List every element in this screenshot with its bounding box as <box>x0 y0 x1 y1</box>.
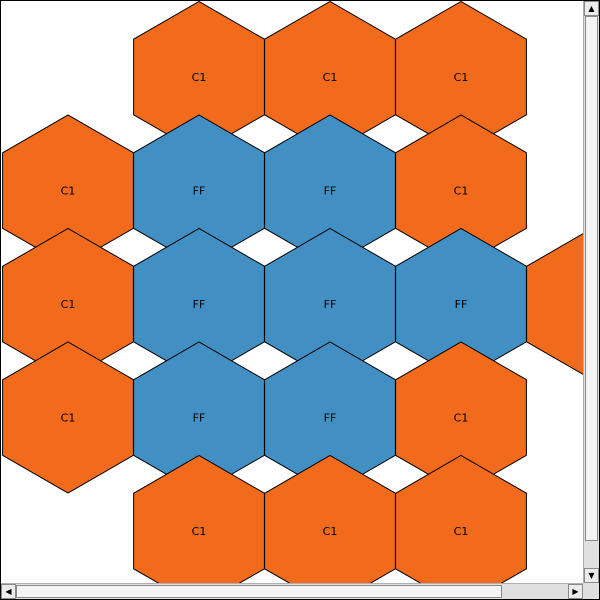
hex-cell-c1[interactable]: C1 <box>2 341 134 494</box>
hex-label: FF <box>193 298 206 311</box>
arrow-right-icon: ▶ <box>572 587 579 596</box>
vertical-scrollbar[interactable]: ▲ ▼ <box>583 1 599 583</box>
scroll-left-button[interactable]: ◀ <box>1 584 16 599</box>
scroll-down-button[interactable]: ▼ <box>584 568 599 583</box>
hex-cell-c1[interactable]: C1 <box>264 454 396 584</box>
hex-label: C1 <box>61 412 76 425</box>
hex-label: C1 <box>61 298 76 311</box>
hex-cell-ff[interactable]: FF <box>133 114 265 267</box>
hex-label: C1 <box>61 185 76 198</box>
horizontal-scroll-thumb[interactable] <box>16 585 502 598</box>
arrow-left-icon: ◀ <box>5 587 12 596</box>
hex-label: FF <box>193 185 206 198</box>
hex-label: C1 <box>454 412 469 425</box>
vertical-scroll-thumb[interactable] <box>585 16 598 541</box>
horizontal-scrollbar[interactable]: ◀ ▶ <box>1 583 583 599</box>
hex-cell-c1[interactable] <box>526 229 583 380</box>
arrow-down-icon: ▼ <box>588 571 595 580</box>
hex-label: C1 <box>323 525 338 538</box>
hex-shape[interactable] <box>133 454 265 584</box>
hex-shape[interactable] <box>264 454 396 584</box>
hex-label: FF <box>193 412 206 425</box>
hex-cell-c1[interactable]: C1 <box>395 1 527 154</box>
hex-label: C1 <box>454 71 469 84</box>
hex-shape[interactable] <box>526 229 583 380</box>
scroll-up-button[interactable]: ▲ <box>584 1 599 16</box>
hex-cell-c1[interactable]: C1 <box>133 454 265 584</box>
arrow-up-icon: ▲ <box>588 4 595 13</box>
scrollbar-corner <box>583 583 599 599</box>
hex-cell-c1[interactable]: C1 <box>395 114 527 267</box>
hex-label: FF <box>324 298 337 311</box>
hex-label: FF <box>324 185 337 198</box>
hex-label: C1 <box>454 185 469 198</box>
hex-label: FF <box>324 412 337 425</box>
hex-label: C1 <box>454 525 469 538</box>
hex-label: C1 <box>192 71 207 84</box>
hex-label: C1 <box>323 71 338 84</box>
hex-shape[interactable] <box>395 454 527 584</box>
hex-label: FF <box>455 298 468 311</box>
hex-label: C1 <box>192 525 207 538</box>
scroll-right-button[interactable]: ▶ <box>568 584 583 599</box>
hex-cell-c1[interactable]: C1 <box>395 454 527 584</box>
